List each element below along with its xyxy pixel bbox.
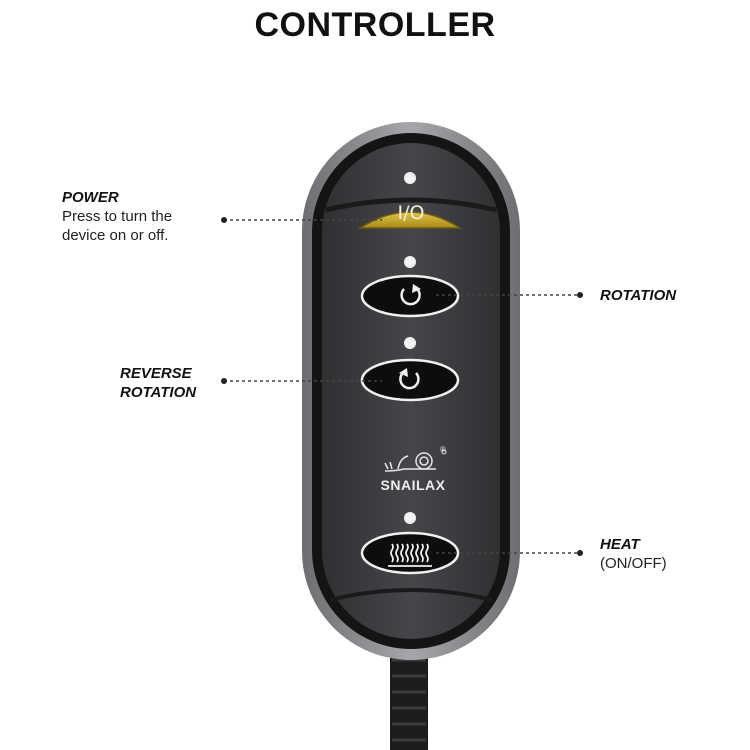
rotation-callout: ROTATION xyxy=(600,286,676,305)
power-indicator-led xyxy=(404,172,416,184)
power-description-line-1: Press to turn the xyxy=(62,208,173,225)
rotation-indicator-led xyxy=(404,256,416,268)
rotate-clockwise-icon xyxy=(400,284,421,306)
power-callout-dot xyxy=(221,217,227,223)
power-button[interactable] xyxy=(357,211,463,229)
heat-waves-icon xyxy=(388,543,432,567)
reverse-indicator-led xyxy=(404,337,416,349)
reverse-rotation-button[interactable] xyxy=(360,358,460,402)
reverse-heading-line-2: ROTATION xyxy=(120,384,197,401)
page-title: CONTROLLER xyxy=(254,6,496,44)
brand-label: SNAILAX xyxy=(380,477,446,493)
brand-name: SNAILAX xyxy=(358,477,468,493)
rotation-button[interactable] xyxy=(360,274,460,318)
rotation-callout-dot xyxy=(577,292,583,298)
power-callout: POWER Press to turn the device on or off… xyxy=(62,188,172,245)
power-button-label: I/O xyxy=(397,202,425,224)
rotate-counterclockwise-icon xyxy=(399,368,420,390)
heat-callout-dot xyxy=(577,550,583,556)
heat-indicator-led xyxy=(404,512,416,524)
reverse-heading-line-1: REVERSE xyxy=(120,365,192,382)
power-heading: POWER xyxy=(62,189,119,206)
reverse-rotation-callout: REVERSE ROTATION xyxy=(120,364,196,402)
registered-mark: ® xyxy=(440,445,446,454)
heat-button[interactable] xyxy=(360,531,460,575)
callout-lines xyxy=(224,219,580,554)
heat-subtext: (ON/OFF) xyxy=(600,555,667,572)
heat-callout: HEAT (ON/OFF) xyxy=(600,535,667,573)
snail-logo-icon xyxy=(384,449,447,472)
reverse-callout-dot xyxy=(221,378,227,384)
power-description-line-2: device on or off. xyxy=(62,227,169,244)
rotation-heading: ROTATION xyxy=(600,287,677,304)
heat-heading: HEAT xyxy=(600,536,640,553)
